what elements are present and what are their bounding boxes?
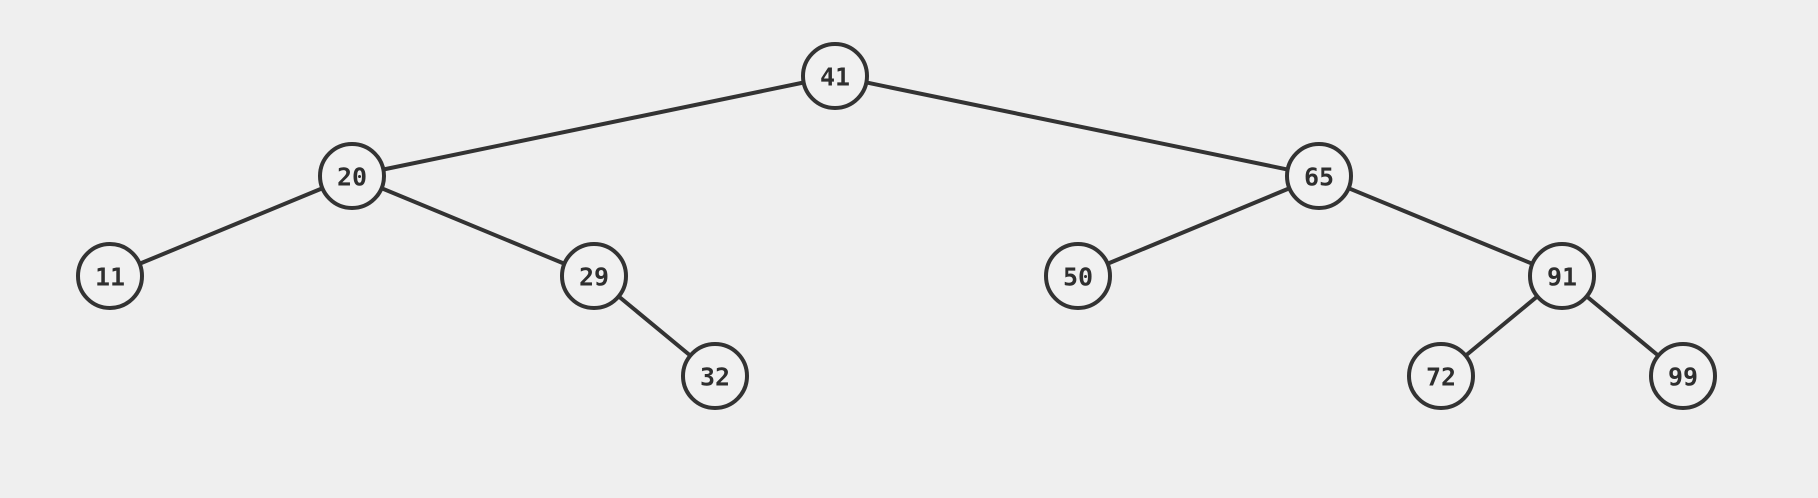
node-circle [1528,242,1596,310]
node-circle [1044,242,1112,310]
node-label: 29 [579,263,609,292]
tree-node-65: 65 [1285,142,1353,210]
tree-node-20: 20 [318,142,386,210]
tree-node-11: 11 [76,242,144,310]
node-label: 20 [337,163,367,192]
edge-91-72 [1463,294,1540,358]
edges-layer [137,80,1661,358]
node-label: 91 [1547,263,1577,292]
node-label: 41 [820,63,850,92]
edge-29-32 [616,294,693,358]
node-circle [801,42,869,110]
tree-node-91: 91 [1528,242,1596,310]
node-circle [76,242,144,310]
node-circle [318,142,386,210]
edge-65-91 [1346,186,1535,266]
node-circle [560,242,628,310]
tree-node-99: 99 [1649,342,1717,410]
node-circle [1285,142,1353,210]
edge-41-20 [381,80,806,172]
tree-node-29: 29 [560,242,628,310]
edge-20-11 [137,186,325,266]
tree-node-32: 32 [681,342,749,410]
tree-node-50: 50 [1044,242,1112,310]
tree-node-41: 41 [801,42,869,110]
node-circle [681,342,749,410]
node-circle [1407,342,1475,410]
node-label: 65 [1304,163,1334,192]
edge-20-29 [379,186,567,266]
node-label: 99 [1668,363,1698,392]
edge-91-99 [1584,294,1661,358]
node-label: 11 [95,263,125,292]
node-circle [1649,342,1717,410]
edge-41-65 [864,80,1290,172]
tree-node-72: 72 [1407,342,1475,410]
node-label: 32 [700,363,730,392]
node-label: 72 [1426,363,1456,392]
nodes-layer: 41 20 65 11 29 32 50 91 72 99 [76,42,1717,410]
edge-65-50 [1105,186,1292,266]
node-label: 50 [1063,263,1093,292]
